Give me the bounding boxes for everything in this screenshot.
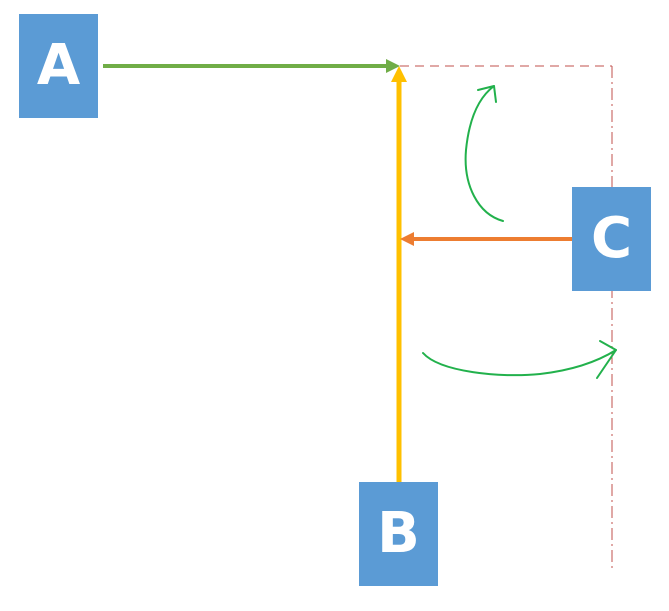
arrow-c-head [400, 232, 414, 246]
node-c-label: C [590, 206, 633, 271]
node-a-box: A [19, 14, 98, 118]
arrow-a-head [386, 59, 400, 73]
rotation-hint-lower-curve [422, 349, 617, 377]
node-c-box: C [572, 187, 651, 291]
rotation-hint-lower-head [596, 340, 617, 379]
rotation-hint-upper-curve [464, 85, 504, 222]
rotation-hint-upper-head [477, 85, 497, 103]
node-b-box: B [359, 482, 438, 586]
node-a-label: A [36, 33, 81, 98]
arrow-b-head [391, 66, 407, 82]
node-b-label: B [377, 501, 420, 566]
